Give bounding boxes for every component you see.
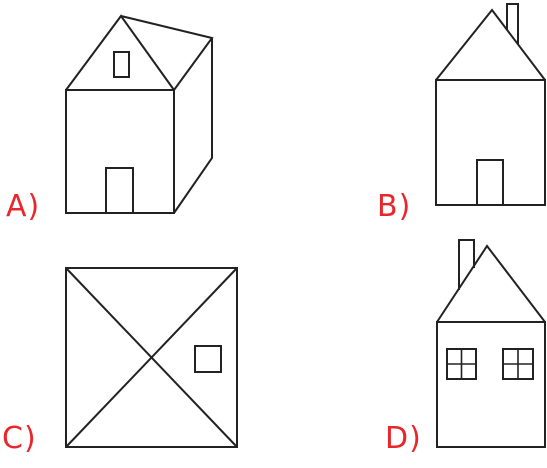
option-c-label: C)	[2, 421, 37, 456]
option-a-roof-window	[113, 51, 130, 78]
option-b-label: B)	[377, 189, 412, 224]
option-a-side-wall	[173, 38, 213, 214]
option-a-door	[105, 167, 134, 213]
option-d-left-window	[446, 348, 477, 380]
option-d-label: D)	[385, 421, 422, 456]
option-d-right-window	[502, 348, 534, 380]
option-d-roof	[436, 244, 546, 323]
option-a-label: A)	[6, 189, 41, 224]
option-b-door	[476, 159, 504, 205]
option-b-roof	[435, 8, 546, 81]
option-b-chimney	[506, 3, 519, 44]
option-d-house-front-windows	[436, 239, 546, 448]
option-d-wall	[436, 321, 546, 448]
option-b-house-front-chimney	[435, 3, 546, 206]
option-d-right-window-mullions	[503, 349, 533, 379]
option-c-window	[194, 345, 222, 373]
option-a-front-wall	[65, 89, 175, 214]
option-c-outline	[65, 267, 238, 448]
option-c-house-top-view	[65, 267, 238, 448]
option-c-diagonal-2	[65, 267, 238, 448]
option-d-left-window-mullions	[447, 349, 476, 379]
option-a-house-perspective	[65, 14, 214, 214]
option-b-wall	[435, 79, 546, 206]
option-d-chimney	[458, 239, 475, 290]
